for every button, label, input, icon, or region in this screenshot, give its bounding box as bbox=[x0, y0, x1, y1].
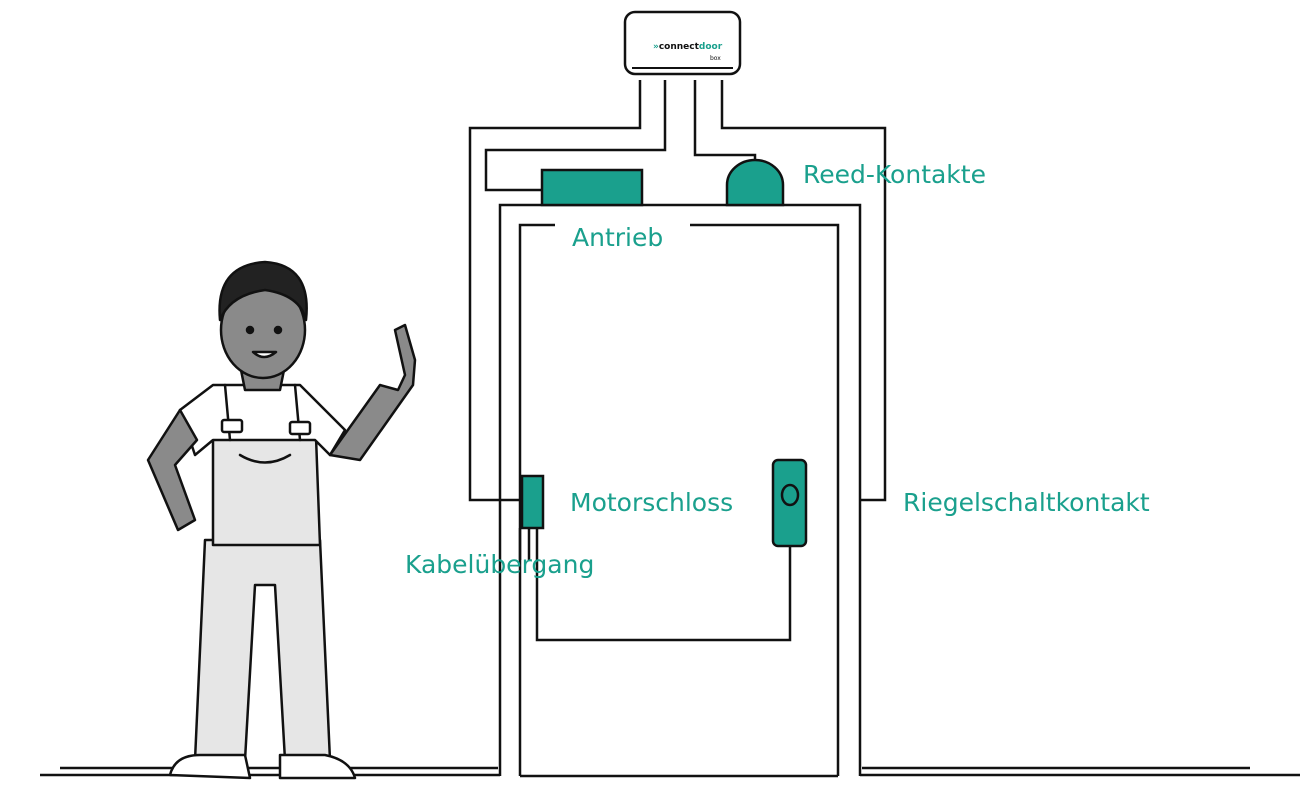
technician-illustration bbox=[146, 260, 417, 780]
connectdoor-box: »connectdoor box bbox=[623, 10, 742, 76]
label-motor-lock: Motorschloss bbox=[570, 488, 733, 517]
logo-text: »connectdoor bbox=[653, 42, 723, 52]
label-reed-contacts: Reed-Kontakte bbox=[803, 160, 986, 189]
cable-lines bbox=[468, 80, 887, 642]
door-handle-bolt-switch bbox=[771, 458, 808, 548]
reed-contact-sensor bbox=[725, 158, 785, 207]
label-drive: Antrieb bbox=[572, 223, 663, 252]
motor-lock bbox=[520, 474, 545, 530]
door-frame bbox=[498, 203, 862, 778]
drive-unit bbox=[540, 168, 644, 207]
label-bolt-switch-contact: Riegelschaltkontakt bbox=[903, 488, 1150, 517]
logo-subtext: box bbox=[710, 55, 721, 62]
label-cable-transition: Kabelübergang bbox=[405, 550, 594, 579]
